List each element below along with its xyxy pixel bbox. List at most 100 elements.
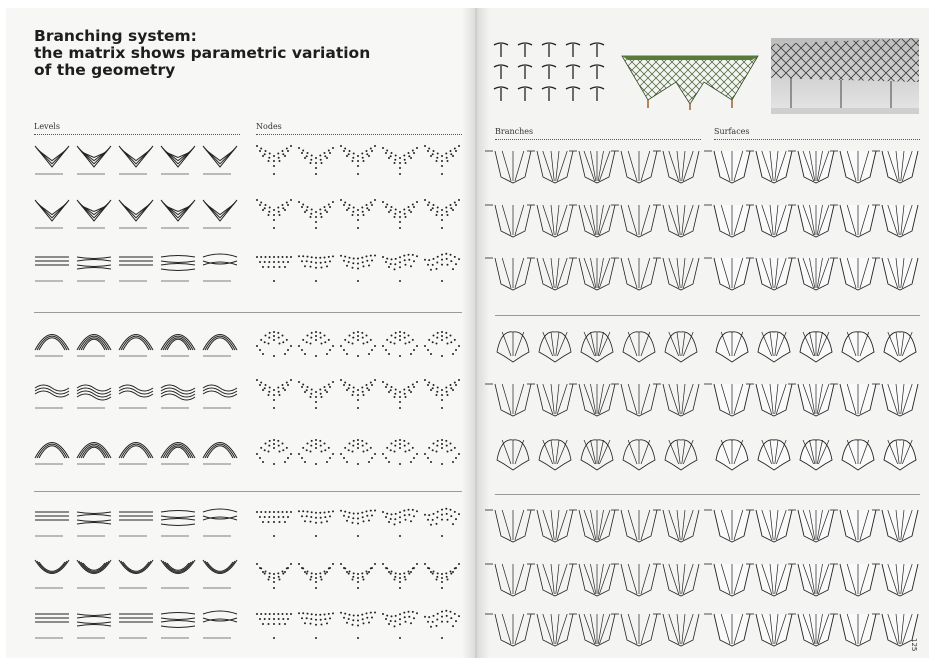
surfaces-cell-r5-c2 xyxy=(746,384,792,416)
branches-cell-r8-c2 xyxy=(527,564,573,596)
nodes-cell-r3-c3 xyxy=(340,255,376,283)
branches-cell-r5-c4 xyxy=(611,384,657,416)
nodes-cell-r4-c3 xyxy=(340,331,376,357)
surfaces-cell-r2-c4 xyxy=(830,205,876,237)
surfaces-cell-r1-c4 xyxy=(830,151,876,183)
levels-cell-r8-c2 xyxy=(77,560,111,588)
surfaces-cell-r2-c5 xyxy=(872,205,918,237)
branches-cell-r5-c2 xyxy=(527,384,573,416)
levels-cell-r5-c5 xyxy=(203,385,237,408)
nodes-cell-r9-c2 xyxy=(298,612,334,639)
nodes-cell-r8-c2 xyxy=(298,563,334,589)
levels-cell-r8-c3 xyxy=(119,560,153,588)
branches-cell-r3-c3 xyxy=(569,258,615,290)
nodes-cell-r9-c3 xyxy=(340,612,376,640)
surfaces-cell-r2-c1 xyxy=(704,205,750,237)
branches-cell-r9-c2 xyxy=(527,614,573,646)
nodes-cell-r1-c1 xyxy=(256,145,292,175)
levels-cell-r6-c3 xyxy=(119,443,153,465)
surfaces-cell-r9-c2 xyxy=(746,614,792,646)
branches-cell-r1-c1 xyxy=(485,151,531,183)
nodes-cell-r5-c2 xyxy=(298,381,334,409)
surfaces-cell-r8-c4 xyxy=(830,564,876,596)
surfaces-cell-r3-c5 xyxy=(872,258,918,290)
levels-cell-r9-c3 xyxy=(119,614,153,638)
nodes-cell-r8-c5 xyxy=(424,563,460,589)
levels-cell-r2-c4 xyxy=(161,200,195,228)
levels-cell-r1-c2 xyxy=(77,146,111,174)
surfaces-cell-r6-c4 xyxy=(842,440,874,470)
branches-cell-r4-c5 xyxy=(665,332,697,362)
levels-cell-r3-c3 xyxy=(119,257,153,281)
levels-cell-r2-c1 xyxy=(35,200,69,228)
levels-cell-r7-c2 xyxy=(77,512,111,536)
surfaces-cell-r4-c4 xyxy=(842,332,874,362)
surfaces-cell-r4-c3 xyxy=(800,332,832,362)
levels-cell-r1-c1 xyxy=(35,146,69,174)
nodes-cell-r7-c1 xyxy=(256,511,292,537)
levels-cell-r8-c4 xyxy=(161,560,195,588)
nodes-cell-r9-c5 xyxy=(424,610,460,639)
levels-cell-r5-c2 xyxy=(77,385,111,408)
branches-cell-r8-c5 xyxy=(653,564,699,596)
levels-cell-r6-c2 xyxy=(77,443,111,465)
levels-cell-r7-c1 xyxy=(35,512,69,536)
branches-cell-r7-c4 xyxy=(611,510,657,542)
levels-cell-r5-c3 xyxy=(119,385,153,408)
nodes-cell-r4-c2 xyxy=(298,331,334,357)
nodes-cell-r1-c3 xyxy=(340,145,376,175)
branches-cell-r2-c1 xyxy=(485,205,531,237)
nodes-cell-r7-c2 xyxy=(298,510,334,537)
nodes-cell-r3-c5 xyxy=(424,253,460,282)
nodes-cell-r4-c4 xyxy=(382,331,418,357)
surfaces-cell-r8-c1 xyxy=(704,564,750,596)
nodes-cell-r2-c2 xyxy=(298,201,334,229)
branches-cell-r1-c4 xyxy=(611,151,657,183)
levels-cell-r8-c5 xyxy=(203,560,237,588)
branches-cell-r2-c3 xyxy=(569,205,615,237)
nodes-cell-r1-c2 xyxy=(298,147,334,175)
levels-cell-r4-c5 xyxy=(203,335,237,357)
branches-cell-r3-c4 xyxy=(611,258,657,290)
surfaces-cell-r9-c4 xyxy=(830,614,876,646)
levels-cell-r2-c5 xyxy=(203,200,237,228)
surfaces-cell-r8-c3 xyxy=(788,564,834,596)
branches-cell-r9-c4 xyxy=(611,614,657,646)
levels-cell-r1-c4 xyxy=(161,146,195,174)
surfaces-cell-r1-c3 xyxy=(788,151,834,183)
surfaces-cell-r1-c1 xyxy=(704,151,750,183)
nodes-cell-r6-c3 xyxy=(340,439,376,465)
levels-cell-r6-c5 xyxy=(203,443,237,465)
levels-cell-r6-c1 xyxy=(35,443,69,465)
branches-cell-r8-c1 xyxy=(485,564,531,596)
branches-cell-r8-c4 xyxy=(611,564,657,596)
levels-cell-r4-c1 xyxy=(35,335,69,357)
branches-cell-r9-c5 xyxy=(653,614,699,646)
branches-cell-r6-c1 xyxy=(497,440,529,470)
levels-cell-r4-c3 xyxy=(119,335,153,357)
surfaces-cell-r9-c1 xyxy=(704,614,750,646)
nodes-cell-r9-c1 xyxy=(256,613,292,639)
surfaces-cell-r3-c2 xyxy=(746,258,792,290)
levels-cell-r5-c1 xyxy=(35,385,69,408)
nodes-cell-r2-c4 xyxy=(382,201,418,229)
branches-cell-r9-c3 xyxy=(569,614,615,646)
levels-cell-r1-c5 xyxy=(203,146,237,174)
levels-cell-r9-c2 xyxy=(77,614,111,638)
levels-cell-r3-c2 xyxy=(77,257,111,281)
branches-cell-r6-c3 xyxy=(581,440,613,470)
nodes-cell-r5-c4 xyxy=(382,381,418,409)
nodes-cell-r5-c3 xyxy=(340,379,376,409)
levels-cell-r3-c5 xyxy=(203,254,237,281)
surfaces-cell-r4-c1 xyxy=(716,332,748,362)
nodes-cell-r6-c4 xyxy=(382,439,418,465)
levels-cell-r3-c4 xyxy=(161,256,195,282)
branches-cell-r4-c3 xyxy=(581,332,613,362)
nodes-cell-r8-c3 xyxy=(340,563,376,589)
surfaces-cell-r7-c1 xyxy=(704,510,750,542)
surfaces-cell-r2-c3 xyxy=(788,205,834,237)
branches-cell-r2-c5 xyxy=(653,205,699,237)
surfaces-cell-r9-c3 xyxy=(788,614,834,646)
nodes-cell-r2-c3 xyxy=(340,199,376,229)
